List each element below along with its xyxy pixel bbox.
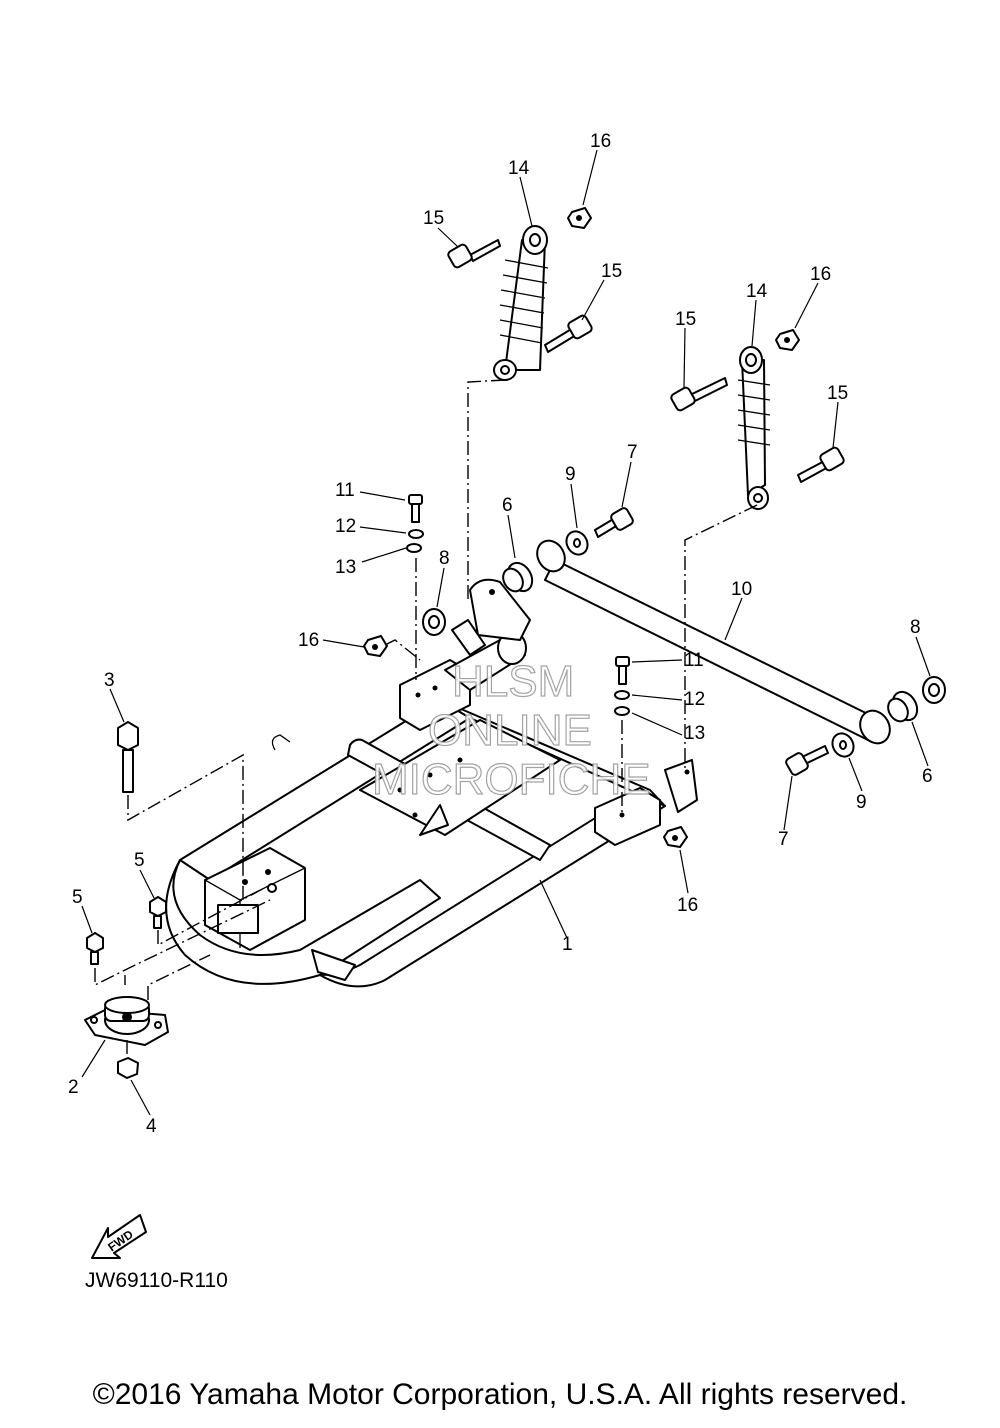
nut-shock-right [775,329,800,351]
bolt-11-right [615,656,630,685]
bolt-5-lower [86,932,104,965]
callout-label: 9 [856,792,867,813]
callout-label: 14 [508,158,530,179]
callout-label: 3 [104,670,115,691]
engine-mount [84,996,169,1046]
callout-label: 14 [746,281,768,302]
callout-label: 12 [684,689,705,710]
collar-left [422,608,446,636]
shock-mount-bracket [451,578,531,656]
watermark-line: HLSM [452,657,574,706]
bolt-3 [117,721,139,793]
bushing-left [502,561,534,593]
shock-bolt-lower-right [797,446,845,483]
callout-label: 15 [675,309,696,330]
bushing-right [887,690,919,723]
shock-bolt-lower-left [544,314,593,353]
watermark-line: MICROFICHE [372,755,651,804]
nut-frame-left [363,635,388,657]
collar-right [922,676,946,704]
callout-label: 11 [684,650,704,671]
frame-assembly [165,631,698,988]
shock-absorber-right [737,346,771,510]
drawing-code: JW69110-R110 [85,1269,228,1292]
assembly-lines [94,379,758,1055]
callout-label: 13 [684,723,705,744]
shock-absorber-left [493,225,549,381]
callout-label: 1 [562,934,573,955]
callout-label: 16 [810,264,831,285]
nut-shock-left [567,207,592,229]
washer-upper [565,530,589,556]
callout-labels: 16 14 15 15 16 14 15 15 9 7 11 6 12 13 8… [68,131,933,1137]
bolt-11-left [408,494,423,523]
callout-label: 16 [590,131,611,152]
callout-label: 13 [335,557,356,578]
callout-label: 8 [910,617,921,638]
callout-label: 7 [627,442,638,463]
callout-label: 15 [827,383,848,404]
callout-label: 6 [922,766,933,787]
callout-label: 16 [298,630,319,651]
callout-label: 2 [68,1077,79,1098]
callout-label: 8 [439,548,450,569]
washer-12-left [408,529,424,539]
callout-label: 10 [731,579,752,600]
callout-label: 5 [72,887,83,908]
fwd-arrow-icon: FWD [91,1214,147,1259]
watermark: HLSM ONLINE MICROFICHE [371,656,651,804]
bolt-5-upper [149,896,167,929]
washer-12-right [614,690,630,700]
callout-label: 4 [146,1116,157,1137]
callout-label: 16 [677,895,698,916]
watermark-line: ONLINE [428,706,592,755]
rear-arm [536,539,891,745]
shock-bolt-upper-left [447,239,501,269]
shock-bolt-upper-right [670,377,728,412]
washer-13-left [406,543,422,553]
callout-label: 9 [565,464,576,485]
nut-4 [117,1057,139,1079]
bolt-upper [594,507,634,538]
callout-label: 12 [335,516,356,537]
callout-label: 15 [423,208,444,229]
washer-13-right [614,706,630,716]
copyright-notice: ©2016 Yamaha Motor Corporation, U.S.A. A… [92,1378,908,1411]
bolt-lower [785,745,829,776]
callout-label: 6 [502,495,513,516]
callout-label: 11 [335,480,355,501]
leader-lines [81,149,931,1116]
callout-label: 5 [134,850,145,871]
callout-label: 7 [778,829,789,850]
nut-frame-right [663,826,688,848]
callout-label: 15 [601,261,622,282]
washer-lower [831,732,855,758]
